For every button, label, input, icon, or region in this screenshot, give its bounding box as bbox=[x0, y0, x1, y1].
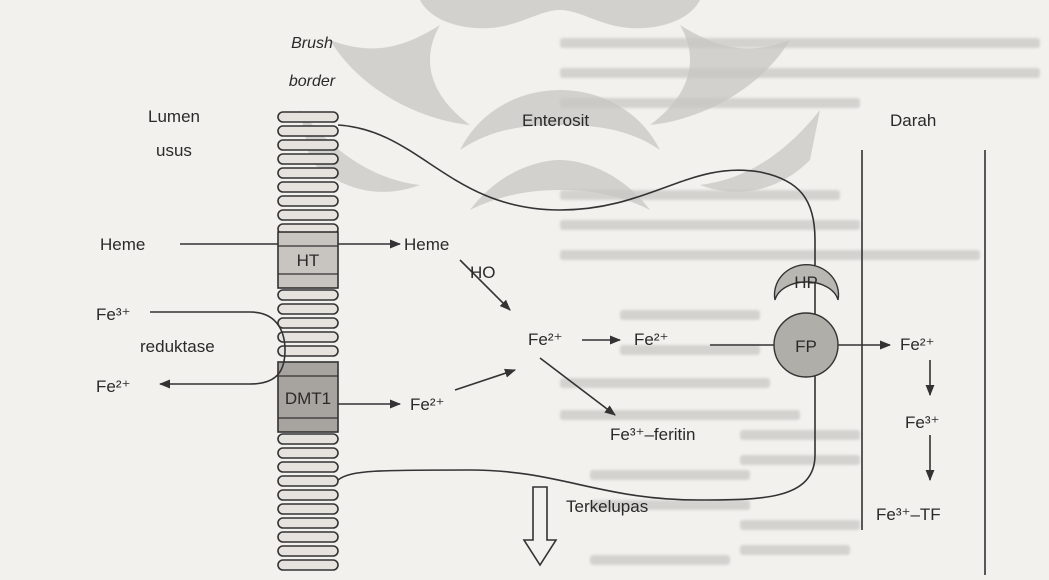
brush-border-label-2: border bbox=[289, 73, 336, 90]
fe2-right-label: Fe²⁺ bbox=[634, 330, 668, 349]
heme-in-label: Heme bbox=[100, 235, 145, 254]
dmt1-label: DMT1 bbox=[285, 389, 331, 408]
ht-label: HT bbox=[297, 251, 320, 270]
enterosit-label: Enterosit bbox=[522, 111, 589, 130]
fp-label: FP bbox=[795, 337, 817, 356]
lumen-label-2: usus bbox=[156, 141, 192, 160]
fe3-in-label: Fe³⁺ bbox=[96, 305, 130, 324]
brush-border-label-1: Brush bbox=[291, 35, 333, 52]
terkelupas-label: Terkelupas bbox=[566, 497, 648, 516]
arrow-feritin bbox=[540, 358, 615, 415]
fe2-out-label: Fe²⁺ bbox=[96, 377, 130, 396]
reduktase-label: reduktase bbox=[140, 337, 215, 356]
arrow-fe2-up bbox=[455, 370, 515, 390]
hephaestin-ferroportin: HP FP bbox=[774, 265, 838, 377]
fe2-blood-label: Fe²⁺ bbox=[900, 335, 934, 354]
fe3-blood-label: Fe³⁺ bbox=[905, 413, 939, 432]
fe3-feritin-label: Fe³⁺–feritin bbox=[610, 425, 696, 444]
heme-out-label: Heme bbox=[404, 235, 449, 254]
lumen-label-1: Lumen bbox=[148, 107, 200, 126]
dmt1-transporter: DMT1 bbox=[278, 362, 338, 432]
fe2-center-label: Fe²⁺ bbox=[528, 330, 562, 349]
terkelupas-arrow bbox=[524, 487, 556, 565]
hp-label: HP bbox=[794, 273, 818, 292]
ht-transporter: HT bbox=[278, 232, 338, 288]
fe3-tf-label: Fe³⁺–TF bbox=[876, 505, 941, 524]
brush-border-microvilli bbox=[278, 112, 338, 570]
darah-label: Darah bbox=[890, 111, 936, 130]
fe2-dmt-label: Fe²⁺ bbox=[410, 395, 444, 414]
enterocyte-outline bbox=[338, 125, 815, 500]
ho-label: HO bbox=[470, 263, 496, 282]
